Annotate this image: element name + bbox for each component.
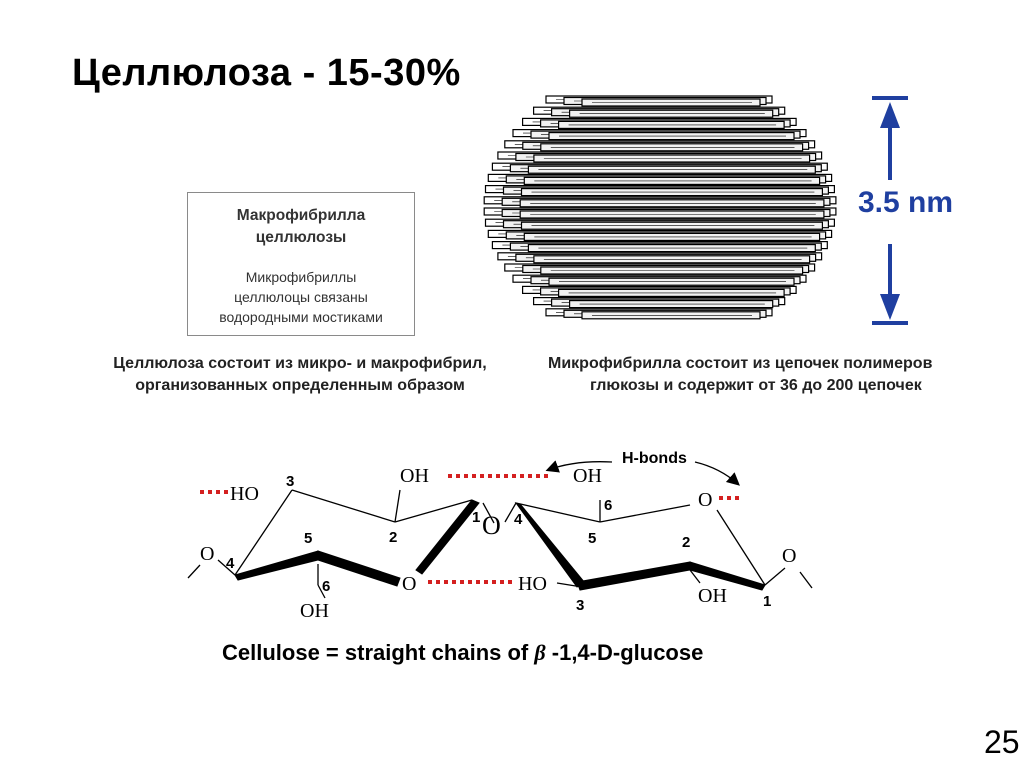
label-oh-bottom-right: OH xyxy=(698,585,727,607)
box-title: Макрофибрилла целлюлозы xyxy=(188,205,414,249)
hbond-arrow-left-icon xyxy=(545,460,613,473)
label-o-right-end: O xyxy=(782,545,796,567)
caption-left-line2: организованных определенным образом xyxy=(135,377,465,394)
box-title-line2: целлюлозы xyxy=(255,229,347,246)
formula-caption-prefix: Cellulose = straight chains of xyxy=(222,640,535,665)
slide-title: Целлюлоза - 15-30% xyxy=(72,52,461,94)
label-ho-left: HO xyxy=(230,483,259,505)
box-body: Микрофибриллы целлюлоцы связаны водородн… xyxy=(188,267,414,327)
microfibril-illustration xyxy=(483,95,837,320)
num-3-left: 3 xyxy=(286,473,294,490)
box-body-line3: водородными мостиками xyxy=(219,309,383,325)
cellulose-formula: HO OH OH O O OH O HO OH O O 3 2 1 4 6 5 … xyxy=(187,450,813,622)
hbonds-label: H-bonds xyxy=(622,450,687,467)
caption-right-line2: глюкозы и содержит от 36 до 200 цепочек xyxy=(590,377,922,394)
num-4-mid: 4 xyxy=(514,511,523,528)
num-1-left: 1 xyxy=(472,509,480,526)
box-title-line1: Макрофибрилла xyxy=(236,207,366,224)
label-oh-bottom-left: OH xyxy=(300,600,329,622)
box-body-line2: целлюлоцы связаны xyxy=(234,289,368,305)
num-2-left: 2 xyxy=(389,529,397,546)
label-ho-bottom-right: HO xyxy=(518,573,547,595)
num-4-left: 4 xyxy=(226,555,235,572)
label-oh-top-left: OH xyxy=(400,465,429,487)
arrow-up-icon xyxy=(880,102,900,128)
num-6-top-right: 6 xyxy=(604,497,612,514)
page-number: 25 xyxy=(984,724,1020,760)
caption-left-line1: Целлюлоза состоит из микро- и макрофибри… xyxy=(113,355,487,372)
num-1-right: 1 xyxy=(763,593,771,610)
label-o-bridge-top: O xyxy=(482,511,501,540)
formula-caption: Cellulose = straight chains of β -1,4-D-… xyxy=(222,640,703,666)
num-5-right: 5 xyxy=(588,530,596,547)
num-6-bottom-left: 6 xyxy=(322,578,330,595)
formula-caption-suffix: -1,4-D-glucose xyxy=(545,640,704,665)
formula-caption-beta: β xyxy=(534,640,546,665)
hbond-dashes xyxy=(200,474,742,584)
hbond-arrow-right-icon xyxy=(694,461,740,486)
caption-left: Целлюлоза состоит из микро- и макрофибри… xyxy=(40,353,560,397)
label-oh-top-right: OH xyxy=(573,465,602,487)
label-o-right-top: O xyxy=(698,489,712,511)
scale-label: 3.5 nm xyxy=(858,186,954,219)
label-o-left-ring: O xyxy=(200,543,214,565)
num-2-right: 2 xyxy=(682,534,690,551)
arrow-down-icon xyxy=(880,294,900,320)
macrofibril-box: Макрофибрилла целлюлозы Микрофибриллы це… xyxy=(187,192,415,336)
num-3-right: 3 xyxy=(576,597,584,614)
label-o-bridge-bottom: O xyxy=(402,573,416,595)
box-body-line1: Микрофибриллы xyxy=(245,269,357,285)
scale-bar xyxy=(872,96,908,325)
caption-right-line1: Микрофибрилла состоит из цепочек полимер… xyxy=(548,355,933,372)
num-5-left: 5 xyxy=(304,530,312,547)
caption-right: Микрофибрилла состоит из цепочек полимер… xyxy=(548,353,1024,397)
